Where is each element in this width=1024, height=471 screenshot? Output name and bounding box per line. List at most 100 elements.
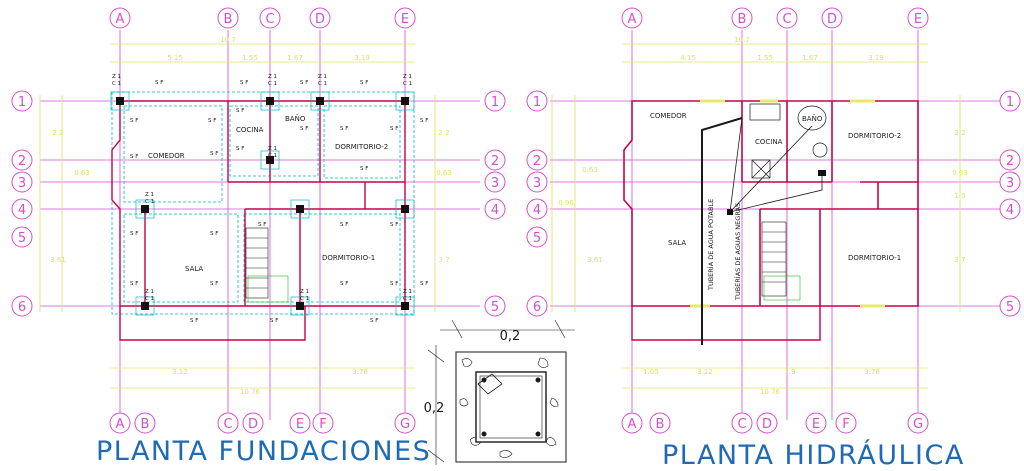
right-dimension-lines	[551, 43, 961, 389]
dim-total-bottom-right: 10.76	[760, 388, 781, 396]
dim-bottom-seg4-left: 3.76	[352, 368, 368, 376]
z1-label: Z 1	[268, 74, 277, 80]
svg-text:C: C	[265, 12, 274, 27]
sf-label: S F	[210, 151, 218, 157]
z1-label: Z 1	[318, 74, 327, 80]
sf-label: S F	[390, 222, 398, 228]
grid-bubble-bottom-r-B: B	[649, 412, 671, 434]
sf-label: S F	[210, 231, 218, 237]
footing-5	[266, 156, 274, 164]
grid-bubble-left-r-4: 4	[526, 198, 548, 220]
c1-label: C 1	[145, 296, 154, 302]
dim-side-upper-right-r: 2.2	[954, 129, 965, 137]
grid-bubble-left-r-5: 5	[526, 226, 548, 248]
footing-4	[401, 97, 409, 105]
grid-bubble-bottom-r-A: A	[621, 412, 643, 434]
grid-bubble-top-r-B: B	[731, 7, 753, 29]
c1-label: C 1	[403, 81, 412, 87]
sf-label: S F	[360, 80, 368, 86]
detail-height-label: 0,2	[424, 401, 445, 416]
dim-bottom-seg2-right: 3.12	[697, 368, 713, 376]
room-dormitorio1-left: DORMITORIO-1	[322, 254, 375, 262]
dim-side-d2-right: 0.63	[582, 166, 598, 174]
dim-total-top-right: 10.7	[734, 36, 750, 44]
svg-text:3: 3	[533, 176, 541, 191]
grid-bubble-top-r-E: E	[907, 7, 929, 29]
dim-top-seg3-right: 1.67	[802, 54, 818, 62]
sf-label: S F	[130, 154, 138, 160]
grid-bubble-bottom-r-F: F	[835, 412, 857, 434]
grid-bubble-top-B: B	[217, 7, 239, 29]
svg-text:E: E	[914, 12, 922, 27]
c1-label: C 1	[268, 153, 277, 159]
right-pipe-labels: TUBERÍA DE AGUA POTABLE TUBERÍAS DE AGUA…	[706, 199, 742, 301]
dim-bottom-seg1-right: 1.05	[643, 368, 659, 376]
dim-side-d2-left-r: 0.63	[436, 169, 452, 177]
svg-text:1: 1	[1006, 95, 1014, 110]
svg-text:D: D	[315, 12, 325, 27]
right-stair	[761, 221, 801, 301]
dim-side-d3-right-r: 1.0	[954, 192, 965, 200]
sf-label: S F	[190, 318, 198, 324]
room-dormitorio2-left: DORMITORIO-2	[335, 143, 388, 151]
left-dimension-lines	[39, 43, 436, 389]
dim-bottom-seg3-right: 1.9	[784, 368, 795, 376]
sf-label: S F	[258, 222, 266, 228]
left-walls	[111, 100, 406, 307]
grid-bubble-right-r-2: 2	[999, 149, 1021, 171]
grid-bubble-top-C: C	[259, 7, 281, 29]
right-bath-fixtures	[749, 103, 828, 179]
z1-label: Z 1	[403, 74, 412, 80]
sf-label: S F	[360, 166, 368, 172]
footing-3	[316, 97, 324, 105]
svg-text:5: 5	[18, 231, 26, 246]
room-cocina-right: COCINA	[755, 138, 783, 146]
grid-bubble-left-5: 5	[11, 226, 33, 248]
grid-bubble-left-3: 3	[11, 171, 33, 193]
dim-side-d4-right: 0.96	[558, 199, 574, 207]
footing-pad-8	[290, 199, 310, 219]
title-planta-hidraulica: PLANTA HIDRÁULICA	[662, 439, 965, 471]
svg-text:G: G	[400, 417, 410, 432]
svg-text:B: B	[738, 12, 747, 27]
sf-label: S F	[210, 281, 218, 287]
footing-pad-5	[260, 150, 280, 170]
grid-bubble-bottom-D: D	[242, 412, 264, 434]
sf-label: S F	[236, 108, 244, 114]
grid-bubble-bottom-r-E: E	[805, 412, 827, 434]
left-footings	[110, 91, 415, 316]
svg-text:A: A	[628, 12, 637, 27]
svg-text:3: 3	[491, 176, 499, 191]
footing-2	[266, 97, 274, 105]
room-dormitorio1-right: DORMITORIO-1	[848, 254, 901, 262]
dim-side-upper-left: 2.2	[52, 129, 63, 137]
footing-pad-4	[395, 91, 415, 111]
svg-text:5: 5	[1006, 300, 1014, 315]
dim-side-d2-left: 0.63	[74, 169, 90, 177]
right-grid-lines	[550, 30, 1005, 420]
dim-bottom-seg-left: 3.12	[172, 368, 188, 376]
sf-label: S F	[208, 118, 216, 124]
c1-label: C 1	[403, 296, 412, 302]
sf-label: S F	[420, 281, 428, 287]
svg-text:F: F	[842, 417, 849, 432]
svg-text:C: C	[737, 417, 746, 432]
svg-text:A: A	[116, 417, 125, 432]
right-room-labels: COMEDOR COCINA BAÑO DORMITORIO-2 SALA DO…	[650, 112, 901, 262]
footing-pad-2	[260, 91, 280, 111]
room-comedor-right: COMEDOR	[650, 112, 687, 120]
svg-text:A: A	[116, 12, 125, 27]
svg-text:6: 6	[18, 300, 26, 315]
detail-width-label: 0,2	[500, 329, 521, 344]
grid-bubble-left-2: 2	[11, 149, 33, 171]
grid-bubble-left-1: 1	[11, 90, 33, 112]
grid-bubble-top-r-D: D	[821, 7, 843, 29]
grid-bubble-top-A: A	[109, 7, 131, 29]
dim-side-lower-left-r: 3.7	[438, 256, 449, 264]
sf-label: S F	[130, 231, 138, 237]
sf-label: S F	[130, 281, 138, 287]
right-dimension-text: 10.7 4.15 1.55 1.67 3.19 1.05 3.12 1.9 3…	[558, 36, 968, 396]
dim-top-seg1-right: 4.15	[680, 54, 696, 62]
